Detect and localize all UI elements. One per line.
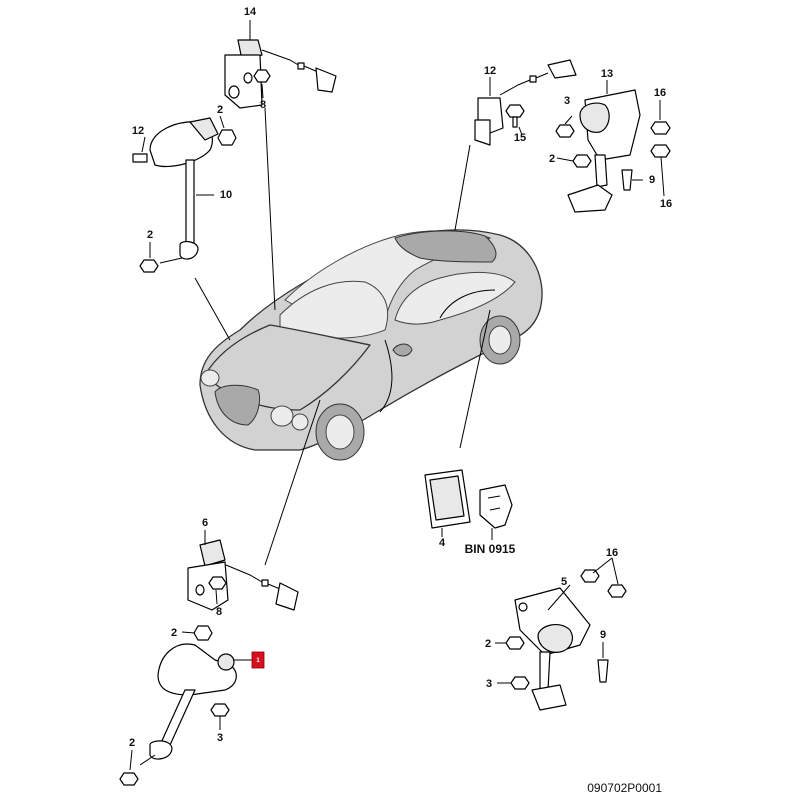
callout-12-left: 12 [132,125,144,137]
callout-14: 14 [244,6,257,18]
callout-4: 4 [439,537,446,549]
callout-3-bottom-right: 3 [486,678,492,690]
callout-3-top-right: 3 [564,95,570,107]
callout-16-top: 16 [654,87,666,99]
callout-13: 13 [601,68,613,80]
part-4-control-unit [424,469,471,529]
part-5-rear-sensor-bracket [505,569,627,711]
highlight-marker-box[interactable] [251,651,265,669]
highlight-marker-label: 1 [256,658,260,664]
callout-6: 6 [202,517,208,529]
bin-label: BIN 0915 [465,542,516,556]
callout-9-bottom: 9 [600,629,606,641]
callout-8-bottom: 8 [216,606,222,618]
callout-labels: 14 8 2 12 10 2 12 15 13 3 16 2 9 16 4 6 … [129,6,672,749]
highlight-marker[interactable]: 1 [251,651,265,669]
part-14-sensor [224,39,337,109]
callout-5: 5 [561,576,567,588]
car-illustration [199,229,543,461]
callout-2-top-left: 2 [217,104,223,116]
callout-2-bottom-right: 2 [485,638,491,650]
part-8-nut-top [253,69,271,83]
callout-9-top: 9 [649,174,655,186]
bin-0915-bracket [479,484,513,529]
callout-2-left-mid: 2 [147,229,153,241]
callout-15: 15 [514,132,526,144]
part-1-front-sensor-arm [119,625,237,786]
callout-16-bottom: 16 [606,547,618,559]
callout-8-top: 8 [260,99,266,111]
callout-2-right-top: 2 [549,153,555,165]
callout-16-right: 16 [660,198,672,210]
callout-2-bottom-left-a: 2 [171,627,177,639]
part-12-left-sensor [132,117,237,273]
diagram-code: 090702P0001 [587,781,662,795]
callout-3-bottom-left: 3 [217,732,223,744]
part-13-right-bracket [555,89,671,213]
callout-2-bottom-left-b: 2 [129,737,135,749]
leader-lines [129,20,665,771]
part-6-sensor [187,539,299,611]
part-12-right-sensor [474,59,577,146]
callout-12-right: 12 [484,65,496,77]
callout-10: 10 [220,189,232,201]
